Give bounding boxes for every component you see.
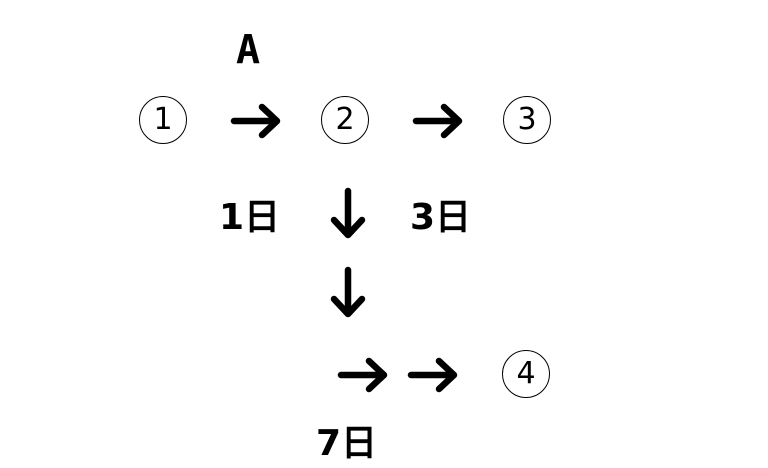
node-4: 4: [502, 350, 550, 398]
arrow-down-2: [330, 266, 366, 318]
arrow-right-3: [337, 357, 388, 393]
node-4-number: 4: [516, 356, 536, 391]
node-1: 1: [139, 96, 187, 144]
node-2-number: 2: [335, 102, 355, 137]
arrow-1-to-2: [230, 103, 281, 139]
arrow-right-4: [407, 357, 458, 393]
node-3: 3: [503, 96, 551, 144]
label-a: A: [236, 27, 261, 73]
node-1-number: 1: [153, 102, 173, 137]
node-3-number: 3: [517, 102, 537, 137]
arrow-down-1: [330, 187, 366, 239]
label-1-day: 1日: [219, 197, 281, 238]
node-2: 2: [321, 96, 369, 144]
label-3-days: 3日: [410, 197, 472, 238]
arrow-2-to-3: [412, 103, 463, 139]
label-7-days: 7日: [316, 423, 378, 464]
